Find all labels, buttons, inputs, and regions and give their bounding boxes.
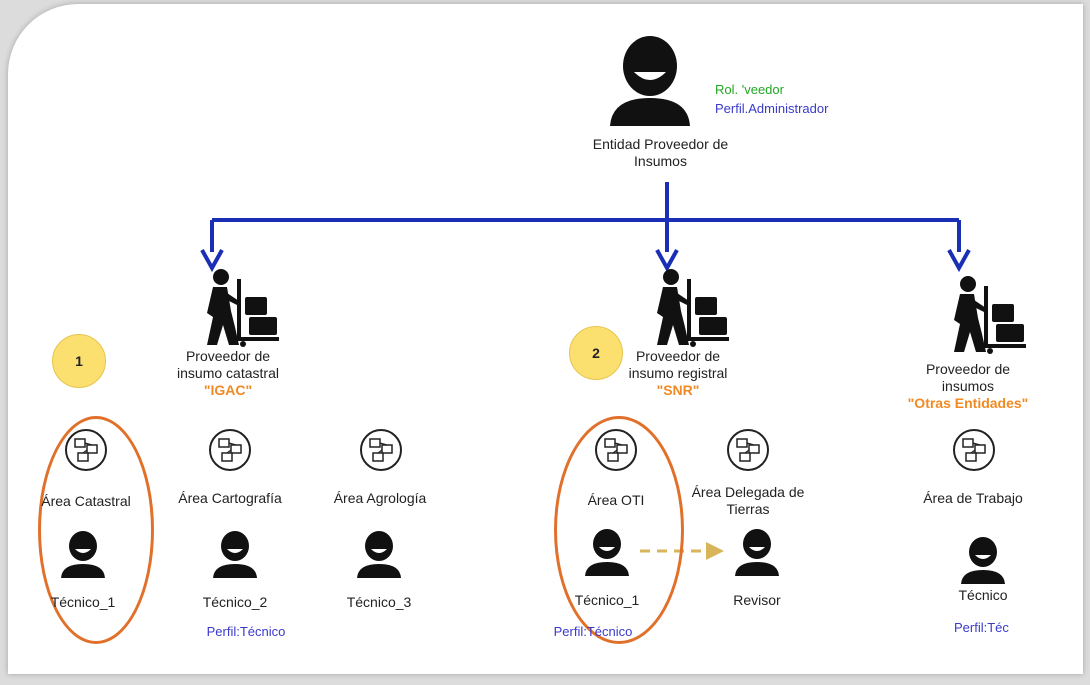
provider-otras-label: Proveedor de insumos "Otras Entidades" xyxy=(888,361,1048,412)
provider-otras-line1: Proveedor de xyxy=(925,361,1011,377)
area-name-cartografia: Área Cartografía xyxy=(178,490,282,506)
connector-lines xyxy=(200,182,971,560)
top-entity-name: Entidad Proveedor de Insumos xyxy=(568,136,753,170)
user-name-tecnico-2: Técnico_2 xyxy=(202,594,268,610)
area-network-icon xyxy=(209,429,251,471)
area-name-oti: Área OTI xyxy=(587,492,645,508)
provider-igac-line2: insumo catastral xyxy=(177,365,279,381)
top-perfil-label: Perfil.Administrador xyxy=(715,101,829,116)
user-icon xyxy=(610,36,690,126)
step-badge-2: 2 xyxy=(569,326,623,380)
provider-snr-line1: Proveedor de xyxy=(635,348,721,364)
user-name-oti-tecnico-1: Técnico_1 xyxy=(574,592,640,608)
area-name-agrologia: Área Agrología xyxy=(333,490,427,506)
area-network-icon xyxy=(65,429,107,471)
profile-label-otras: Perfil:Téc xyxy=(954,620,1009,635)
top-rol-label: Rol. 'veedor xyxy=(715,82,784,97)
arrow-to-igac xyxy=(200,220,224,273)
group-circle-oti xyxy=(554,416,684,644)
provider-otras-line2: insumos xyxy=(941,378,995,394)
delivery-person-icon xyxy=(657,269,729,347)
delivery-person-icon xyxy=(207,269,279,347)
top-entity-name-line1: Entidad Proveedor de xyxy=(592,136,729,152)
group-circle-catastral xyxy=(38,416,154,644)
delivery-person-icon xyxy=(954,276,1026,354)
provider-snr-label: Proveedor de insumo registral "SNR" xyxy=(598,348,758,399)
provider-snr-tag: "SNR" xyxy=(656,382,700,398)
provider-igac-label: Proveedor de insumo catastral "IGAC" xyxy=(148,348,308,399)
provider-igac-tag: "IGAC" xyxy=(203,382,253,398)
user-icon xyxy=(961,537,1005,584)
user-name-tecnico: Técnico xyxy=(958,587,1008,603)
profile-label-snr: Perfil:Técnico xyxy=(553,624,633,639)
area-network-icon xyxy=(727,429,769,471)
profile-label-igac: Perfil:Técnico xyxy=(206,624,286,639)
user-name-revisor: Revisor xyxy=(733,592,781,608)
user-icon xyxy=(61,531,105,578)
user-name-tecnico-3: Técnico_3 xyxy=(346,594,412,610)
user-name-tecnico-1: Técnico_1 xyxy=(50,594,116,610)
area-network-icon xyxy=(595,429,637,471)
provider-igac-line1: Proveedor de xyxy=(185,348,271,364)
diagram-canvas: Rol. 'veedor Perfil.Administrador Entida… xyxy=(8,4,1083,674)
area-name-trabajo: Área de Trabajo xyxy=(923,490,1023,506)
arrow-to-otras xyxy=(947,220,971,273)
user-icon xyxy=(213,531,257,578)
user-icon xyxy=(585,529,629,576)
provider-snr-line2: insumo registral xyxy=(628,365,728,381)
area-network-icon xyxy=(360,429,402,471)
user-icon xyxy=(357,531,401,578)
provider-otras-tag: "Otras Entidades" xyxy=(907,395,1029,411)
user-icon xyxy=(735,529,779,576)
area-name-delegada: Área Delegada de Tierras xyxy=(691,484,805,517)
arrow-to-snr xyxy=(655,182,679,273)
area-network-icon xyxy=(953,429,995,471)
step-badge-1: 1 xyxy=(52,334,106,388)
top-entity-name-line2: Insumos xyxy=(634,153,687,169)
area-name-catastral: Área Catastral xyxy=(41,493,131,509)
